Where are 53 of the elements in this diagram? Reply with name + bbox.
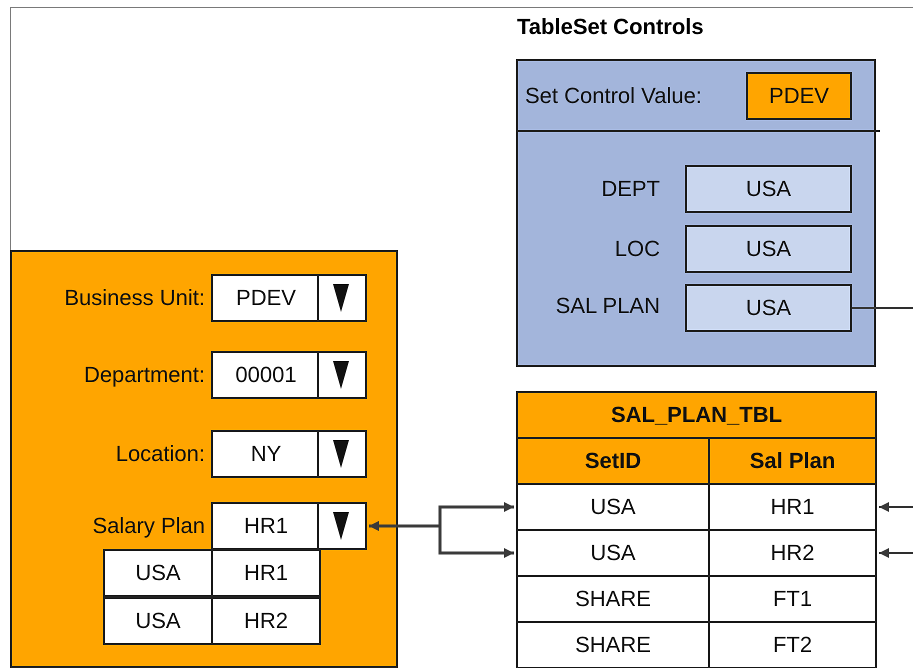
- arrow: [369, 521, 514, 558]
- field-label: Salary Plan: [92, 513, 205, 539]
- field-value: 00001: [234, 362, 298, 388]
- field-value: USA: [590, 540, 636, 566]
- field-value: PDEV: [235, 285, 297, 311]
- field-value: SetID: [584, 448, 642, 474]
- field-value: NY: [250, 441, 282, 467]
- dropdown-field: [211, 502, 367, 550]
- dropdown-field: [211, 274, 367, 322]
- field-value: USA: [746, 295, 792, 321]
- field-value: FT1: [772, 586, 812, 612]
- field-value: Sal Plan: [750, 448, 836, 474]
- value-field: [685, 225, 852, 273]
- arrow: [879, 548, 913, 558]
- field-value: HR2: [244, 608, 288, 634]
- field-label: Department:: [84, 362, 205, 388]
- arrow: [879, 502, 913, 512]
- table-cell: [516, 621, 710, 668]
- column-header: [708, 437, 877, 485]
- field-value: USA: [135, 608, 181, 634]
- value-field: [685, 284, 852, 332]
- field-value: SAL_PLAN_TBL: [610, 402, 782, 428]
- field-label: DEPT: [601, 176, 660, 202]
- table-cell: [103, 549, 213, 597]
- table-cell: [211, 597, 321, 645]
- value-field: [746, 72, 852, 120]
- field-value: SHARE: [575, 586, 651, 612]
- field-value: FT2: [772, 632, 812, 658]
- field-value: PDEV: [769, 83, 829, 109]
- field-value: HR2: [770, 540, 814, 566]
- field-label: LOC: [614, 236, 660, 262]
- value-field: [685, 165, 852, 213]
- field-label: SAL PLAN: [556, 293, 660, 319]
- table-title: [516, 391, 877, 439]
- field-label: Business Unit:: [64, 285, 205, 311]
- field-value: HR1: [242, 513, 289, 539]
- field-value: USA: [746, 236, 792, 262]
- settings-panel: [10, 250, 398, 668]
- field-value: HR1: [770, 494, 814, 520]
- diagram-title: TableSet Controls: [517, 14, 704, 40]
- table-cell: [708, 621, 877, 668]
- field-label: Location:: [116, 441, 205, 467]
- table-cell: [211, 549, 321, 597]
- dropdown-field: [211, 430, 367, 478]
- table-cell: [103, 597, 213, 645]
- column-header: [516, 437, 710, 485]
- field-value: HR1: [244, 560, 288, 586]
- field-value: USA: [746, 176, 792, 202]
- field-value: USA: [135, 560, 181, 586]
- field-label: Set Control Value:: [525, 83, 702, 109]
- field-value: SHARE: [575, 632, 651, 658]
- dropdown-field: [211, 351, 367, 399]
- field-value: USA: [590, 494, 636, 520]
